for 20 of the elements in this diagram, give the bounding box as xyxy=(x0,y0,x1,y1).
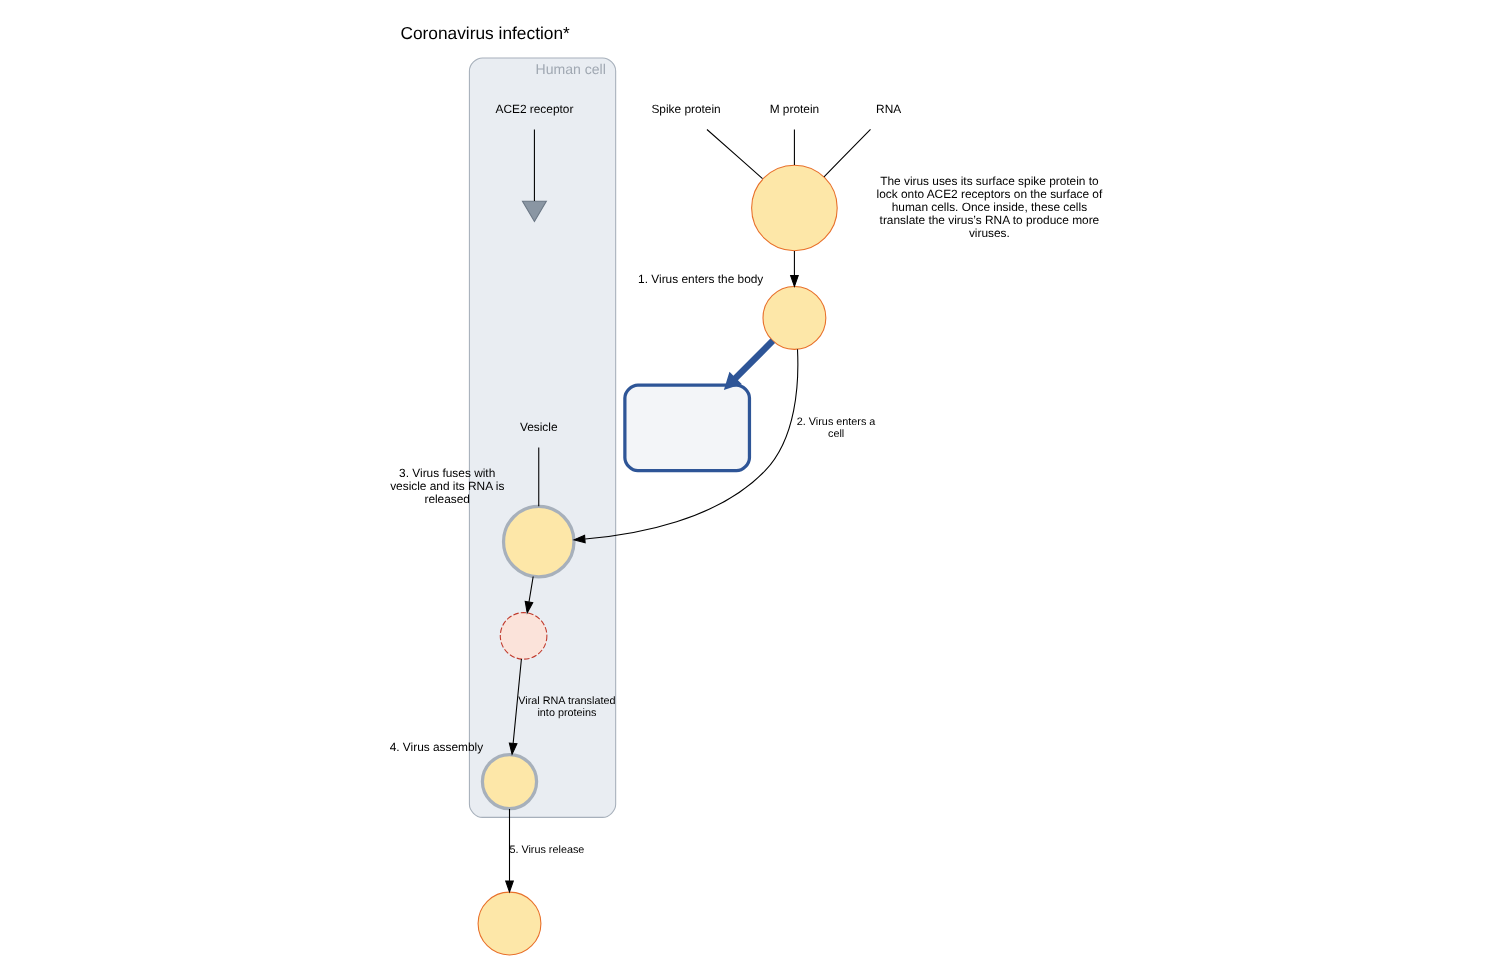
arrow xyxy=(788,250,798,289)
node-circle xyxy=(479,752,538,811)
node-circle xyxy=(761,285,826,350)
node-circle xyxy=(498,612,547,660)
diagram-title: Coronavirus infection* xyxy=(399,23,569,44)
connector xyxy=(705,128,763,180)
connector xyxy=(532,128,534,202)
arrow xyxy=(503,808,514,894)
arrow xyxy=(523,575,533,615)
connector xyxy=(537,446,539,507)
node-circle xyxy=(476,891,541,956)
arrow xyxy=(507,658,521,756)
arrow xyxy=(571,348,798,544)
node-circle xyxy=(500,504,575,579)
connector xyxy=(822,128,871,178)
connector xyxy=(792,128,794,166)
node-picture xyxy=(520,200,547,223)
arrow xyxy=(722,338,775,390)
node-circle xyxy=(750,164,837,252)
node-box xyxy=(622,383,751,473)
